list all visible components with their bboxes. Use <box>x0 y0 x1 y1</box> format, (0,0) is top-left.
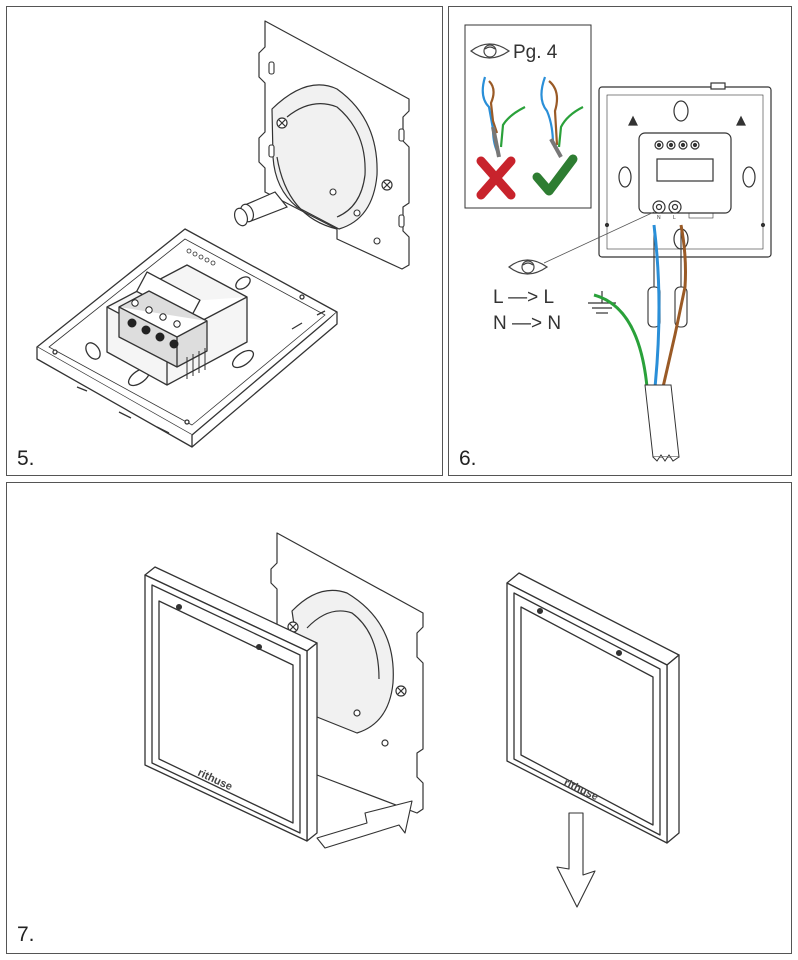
plate-slots <box>268 61 405 245</box>
page-reference: Pg. 4 <box>513 42 558 63</box>
step-number: 7. <box>17 923 35 946</box>
check-icon <box>532 154 578 196</box>
callout-line <box>543 211 655 264</box>
thermostat-back <box>598 82 772 258</box>
heatsink-fins <box>186 348 206 379</box>
mounting-plate <box>258 20 410 270</box>
step-number: 5. <box>17 447 35 470</box>
plate-screws <box>276 117 393 191</box>
thermostat-base <box>36 228 338 448</box>
cover-frame-right <box>506 572 680 844</box>
step-5-panel: 5. <box>6 6 443 476</box>
step-6-illustration: Pg. 4 <box>464 24 772 462</box>
step-5-illustration <box>36 20 410 448</box>
eye-icon <box>508 259 549 275</box>
live-wire-rule: L —> L <box>493 287 554 308</box>
eye-icon <box>470 43 511 59</box>
cable-sheath <box>644 384 680 462</box>
step-7-illustration: rithuse rithuse <box>144 532 680 908</box>
wall-cable <box>233 191 288 227</box>
step-number: 6. <box>459 447 477 470</box>
step-7-panel: rithuse rithuse 7. <box>6 482 792 954</box>
arrow-icon <box>556 812 596 908</box>
terminal-leds <box>186 248 216 266</box>
arrow-icon <box>316 800 413 849</box>
supply-wires <box>593 224 687 388</box>
correct-strip-wires <box>540 76 584 158</box>
terminal-screws <box>127 299 181 349</box>
plate-screws <box>287 621 407 747</box>
cross-icon <box>476 156 516 200</box>
cover-frame-left <box>144 566 318 842</box>
incorrect-strip-wires <box>481 76 526 158</box>
step-6-panel: Pg. 4 <box>448 6 792 476</box>
neutral-wire-rule: N —> N <box>493 313 561 334</box>
terminal-n-label: N <box>657 215 661 221</box>
terminal-l-label: L <box>673 215 676 221</box>
